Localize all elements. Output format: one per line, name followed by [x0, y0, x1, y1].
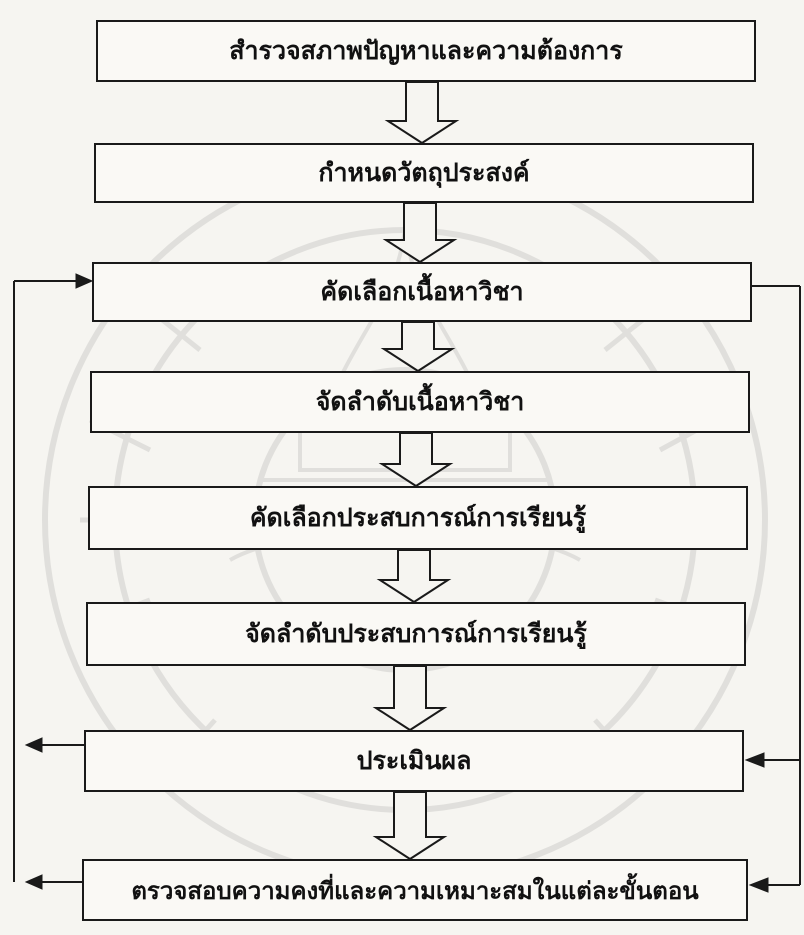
step-order-experience-box: จัดลำดับประสบการณ์การเรียนรู้ [86, 602, 746, 666]
down-arrow-icon [376, 549, 452, 604]
down-arrow-icon [372, 791, 448, 861]
feedback-arrow-icon [24, 874, 43, 890]
step-check-consistency-label: ตรวจสอบความคงที่และความเหมาะสมในแต่ละขั้… [131, 875, 699, 905]
step-select-experience-box: คัดเลือกประสบการณ์การเรียนรู้ [88, 486, 748, 550]
step-check-consistency-box: ตรวจสอบความคงที่และความเหมาะสมในแต่ละขั้… [82, 859, 748, 921]
step-survey-label: สำรวจสภาพปัญหาและความต้องการ [229, 36, 623, 65]
down-arrow-icon [372, 665, 448, 732]
step-objectives-label: กำหนดวัตถุประสงค์ [318, 158, 530, 187]
down-arrow-icon [382, 202, 458, 264]
step-order-content-label: จัดลำดับเนื้อหาวิชา [315, 387, 525, 416]
down-arrow-icon [378, 432, 454, 488]
step-order-experience-label: จัดลำดับประสบการณ์การเรียนรู้ [245, 619, 587, 648]
feedback-arrow-icon [24, 737, 43, 753]
step-select-content-box: คัดเลือกเนื้อหาวิชา [92, 262, 752, 322]
down-arrow-icon [380, 321, 456, 373]
step-order-content-box: จัดลำดับเนื้อหาวิชา [90, 371, 750, 433]
step-select-experience-label: คัดเลือกประสบการณ์การเรียนรู้ [249, 503, 587, 532]
feedback-arrow-icon [748, 877, 769, 893]
feedback-arrow-icon [75, 273, 94, 289]
step-objectives-box: กำหนดวัตถุประสงค์ [94, 143, 754, 203]
step-select-content-label: คัดเลือกเนื้อหาวิชา [320, 277, 524, 306]
step-evaluation-box: ประเมินผล [84, 730, 744, 792]
step-survey-box: สำรวจสภาพปัญหาและความต้องการ [96, 20, 756, 82]
down-arrow-icon [384, 81, 460, 145]
step-evaluation-label: ประเมินผล [356, 746, 472, 775]
feedback-arrow-icon [744, 752, 765, 768]
